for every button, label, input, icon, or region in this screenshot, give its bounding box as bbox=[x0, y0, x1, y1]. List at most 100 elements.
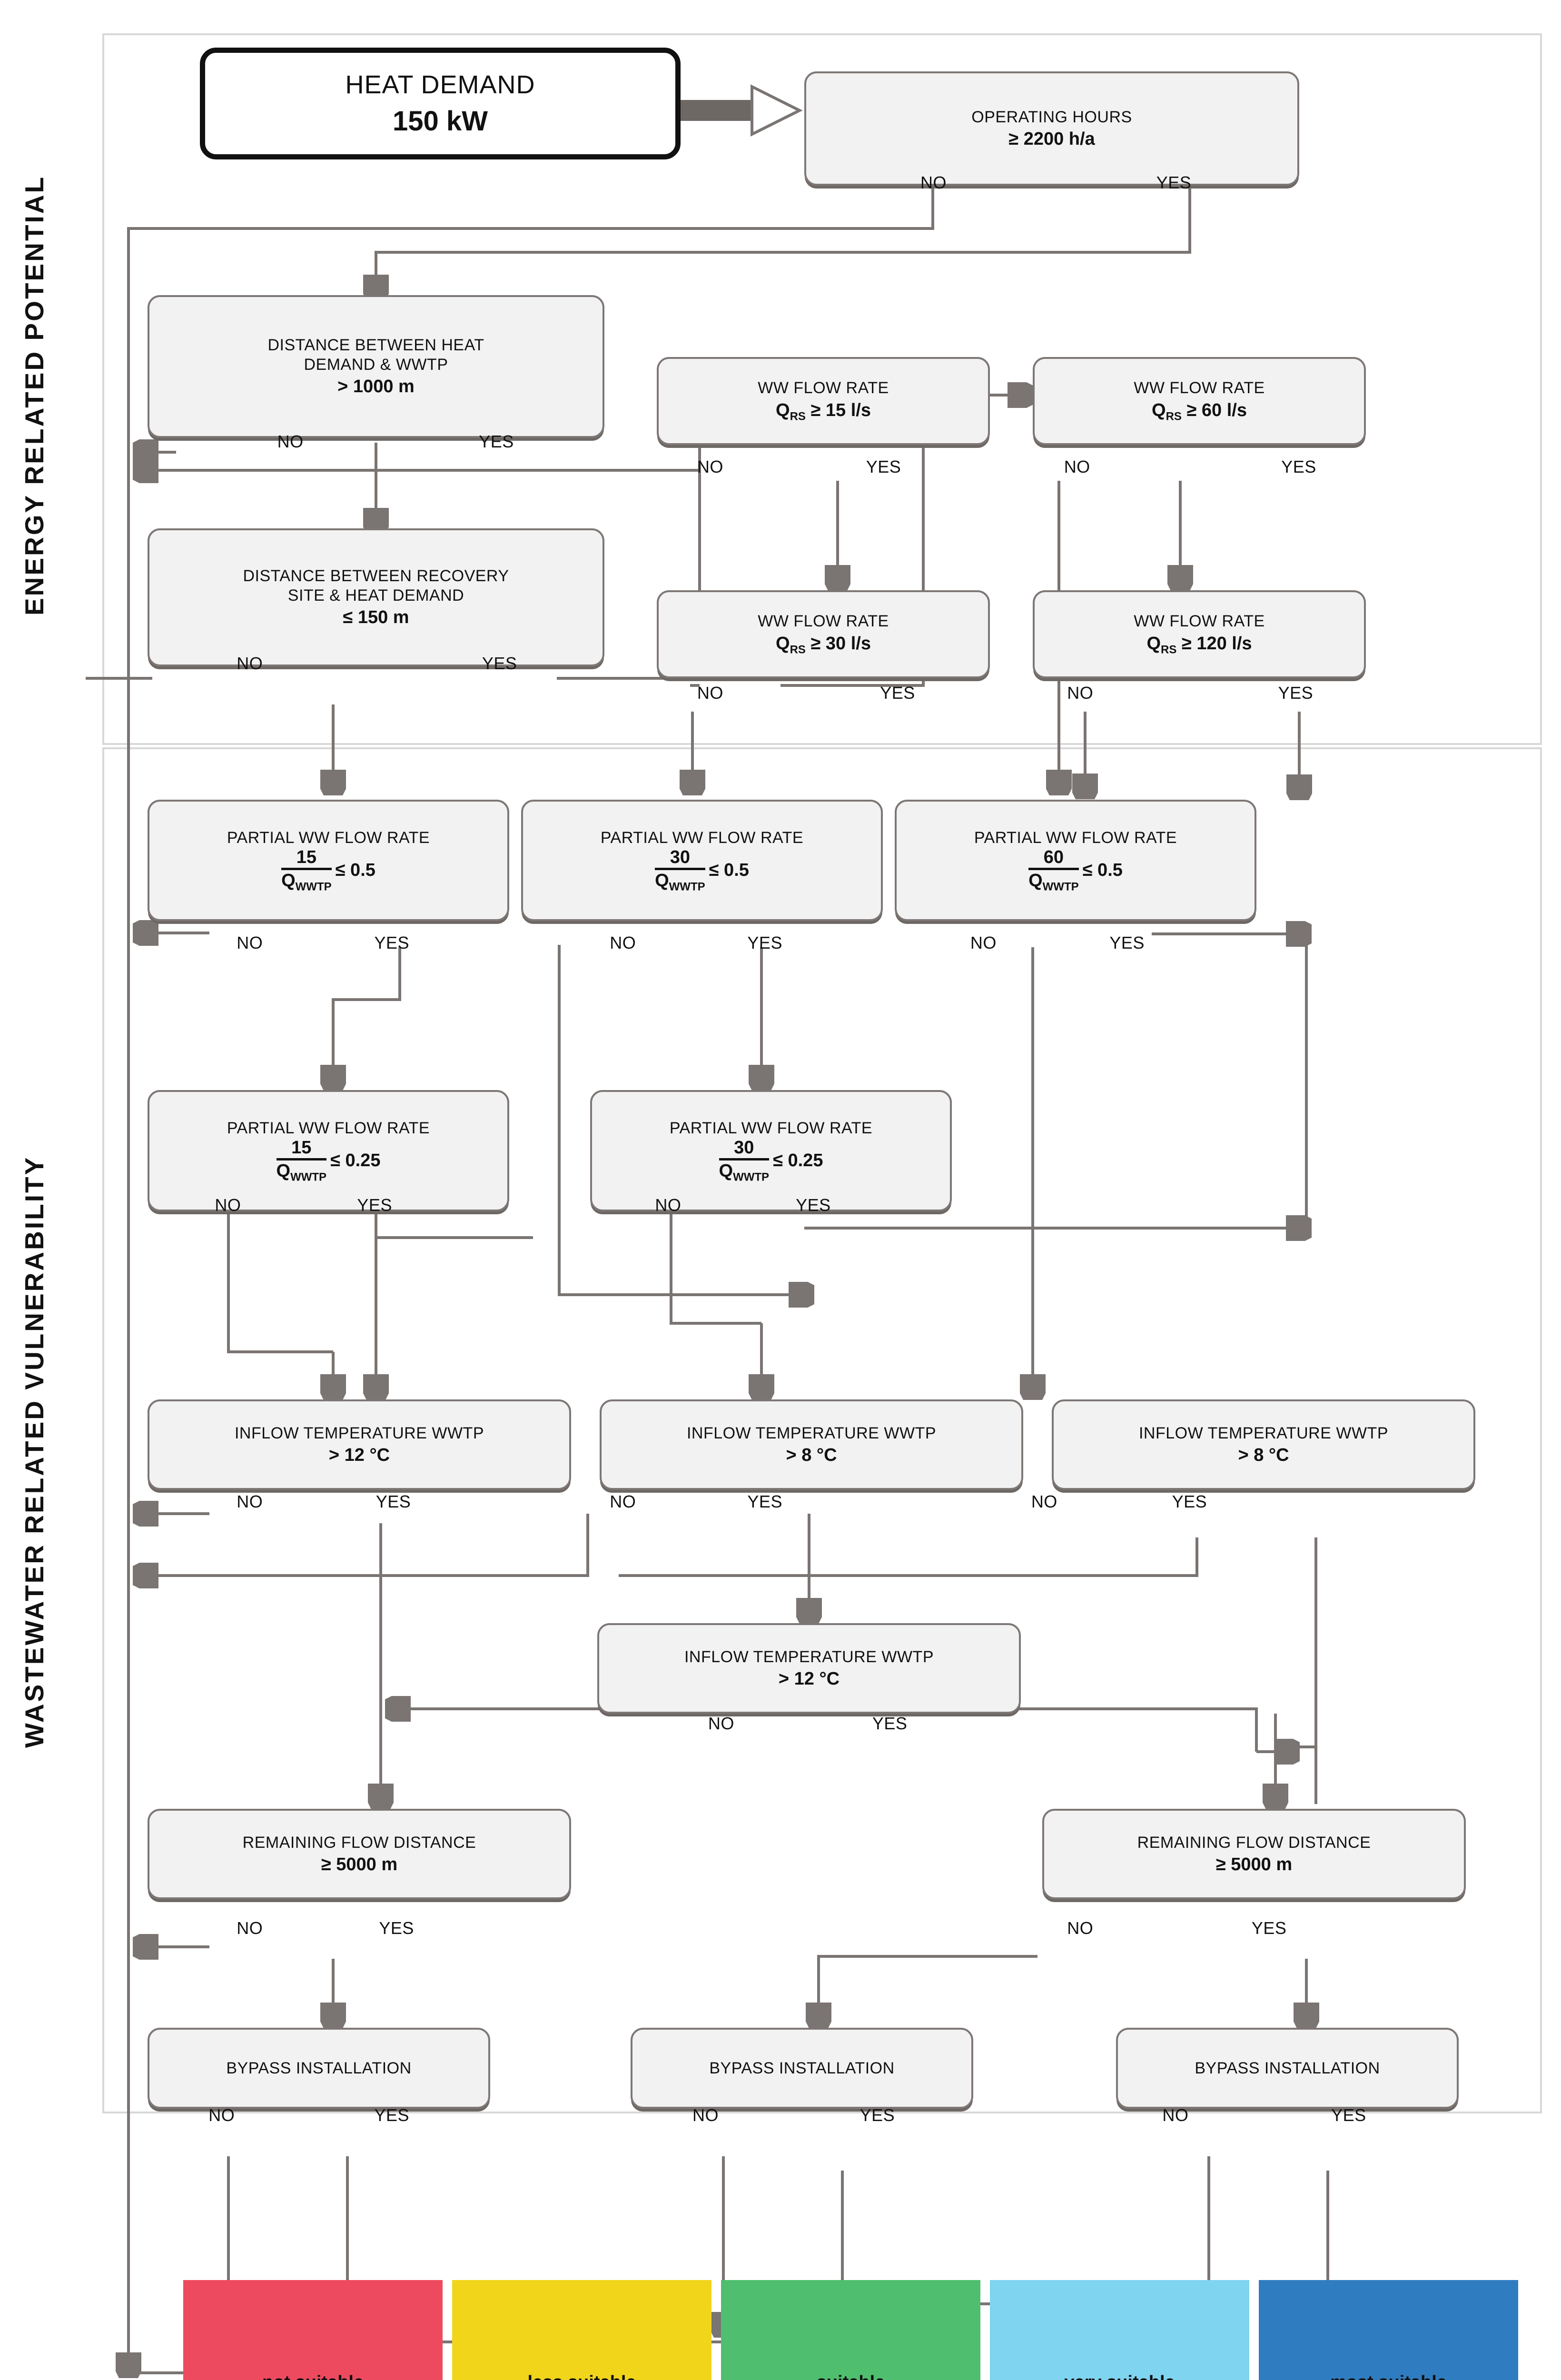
node-partial-ww-flow-15-05[interactable]: PARTIAL WW FLOW RATE 15 QWWTP ≤ 0.5 bbox=[148, 800, 509, 921]
ww-flow-60-title: WW FLOW RATE bbox=[1134, 379, 1265, 397]
result-most-suitable-label: most suitable bbox=[1330, 2372, 1447, 2380]
result-not-suitable-label: not suitable bbox=[262, 2372, 364, 2380]
edge-label-q15-no: NO bbox=[215, 1195, 241, 1215]
edge-label-f15-no: NO bbox=[697, 456, 723, 476]
node-bypass-installation-right[interactable]: BYPASS INSTALLATION bbox=[1116, 2028, 1459, 2109]
ww-flow-30-title: WW FLOW RATE bbox=[758, 612, 889, 631]
edge-label-p15-yes: YES bbox=[374, 933, 410, 953]
edge-label-drd-yes: YES bbox=[482, 654, 517, 673]
edge-label-bl-no: NO bbox=[208, 2105, 235, 2125]
edge-label-bm-no: NO bbox=[692, 2105, 719, 2125]
ww-flow-120-value: QRS ≥ 120 l/s bbox=[1146, 633, 1252, 656]
node-ww-flow-rate-30[interactable]: WW FLOW RATE QRS ≥ 30 l/s bbox=[657, 590, 990, 678]
partial-15-05-title: PARTIAL WW FLOW RATE bbox=[227, 828, 430, 847]
node-distance-recovery-demand[interactable]: DISTANCE BETWEEN RECOVERY SITE & HEAT DE… bbox=[148, 528, 604, 666]
edge-label-t8r-yes: YES bbox=[1172, 1492, 1207, 1512]
partial-60-05-numerator: 60 bbox=[1043, 847, 1064, 867]
remaining-flow-left-title: REMAINING FLOW DISTANCE bbox=[242, 1833, 476, 1852]
edge-label-rfl-yes: YES bbox=[379, 1918, 414, 1938]
inflow-12-center-value: > 12 °C bbox=[778, 1668, 840, 1689]
inflow-8-right-value: > 8 °C bbox=[1238, 1445, 1289, 1465]
node-partial-ww-flow-30-025[interactable]: PARTIAL WW FLOW RATE 30 QWWTP ≤ 0.25 bbox=[590, 1090, 952, 1211]
edge-label-oh-no: NO bbox=[920, 172, 947, 192]
inflow-8-mid-value: > 8 °C bbox=[786, 1445, 837, 1465]
remaining-flow-right-title: REMAINING FLOW DISTANCE bbox=[1137, 1833, 1371, 1852]
side-caption-wastewater: WASTEWATER RELATED VULNERABILITY bbox=[20, 1155, 49, 1748]
edge-label-t8r-no: NO bbox=[1031, 1492, 1057, 1512]
node-ww-flow-rate-60[interactable]: WW FLOW RATE QRS ≥ 60 l/s bbox=[1033, 357, 1366, 445]
node-inflow-temperature-12-center[interactable]: INFLOW TEMPERATURE WWTP > 12 °C bbox=[597, 1623, 1021, 1714]
node-bypass-installation-left[interactable]: BYPASS INSTALLATION bbox=[148, 2028, 490, 2109]
partial-15-025-denominator: QWWTP bbox=[276, 1160, 327, 1184]
partial-60-05-formula: 60 QWWTP ≤ 0.5 bbox=[1028, 848, 1123, 893]
fraction-bar-icon bbox=[719, 1158, 770, 1160]
partial-60-05-denominator: QWWTP bbox=[1028, 870, 1079, 893]
node-inflow-temperature-8-right[interactable]: INFLOW TEMPERATURE WWTP > 8 °C bbox=[1052, 1399, 1475, 1490]
result-less-suitable[interactable]: less suitable bbox=[452, 2280, 711, 2380]
result-not-suitable[interactable]: not suitable bbox=[183, 2280, 443, 2380]
partial-15-05-formula: 15 QWWTP ≤ 0.5 bbox=[281, 848, 375, 893]
operating-hours-title: OPERATING HOURS bbox=[971, 108, 1132, 126]
edge-label-f30-yes: YES bbox=[880, 683, 915, 703]
node-ww-flow-rate-15[interactable]: WW FLOW RATE QRS ≥ 15 l/s bbox=[657, 357, 990, 445]
result-suitable[interactable]: suitable bbox=[721, 2280, 980, 2380]
heat-demand-value: 150 kW bbox=[393, 106, 488, 137]
fraction-bar-icon bbox=[1028, 867, 1079, 870]
bypass-right-title: BYPASS INSTALLATION bbox=[1195, 2059, 1380, 2077]
inflow-12-left-title: INFLOW TEMPERATURE WWTP bbox=[234, 1424, 484, 1442]
partial-15-025-title: PARTIAL WW FLOW RATE bbox=[227, 1119, 430, 1137]
node-partial-ww-flow-30-05[interactable]: PARTIAL WW FLOW RATE 30 QWWTP ≤ 0.5 bbox=[521, 800, 883, 921]
edge-label-f30-no: NO bbox=[697, 683, 723, 703]
distance-recovery-demand-line1: DISTANCE BETWEEN RECOVERY bbox=[243, 567, 509, 585]
fraction-bar-icon bbox=[281, 867, 332, 870]
edge-label-t12c-no: NO bbox=[708, 1714, 734, 1734]
partial-15-05-rhs: ≤ 0.5 bbox=[335, 860, 375, 881]
edge-label-f60-no: NO bbox=[1064, 456, 1090, 476]
edge-label-f120-no: NO bbox=[1067, 683, 1094, 703]
partial-30-025-rhs: ≤ 0.25 bbox=[773, 1150, 823, 1171]
edge-label-p60-no: NO bbox=[970, 933, 997, 953]
node-inflow-temperature-12-left[interactable]: INFLOW TEMPERATURE WWTP > 12 °C bbox=[148, 1399, 571, 1490]
edge-label-t12l-no: NO bbox=[237, 1492, 263, 1512]
node-remaining-flow-distance-right[interactable]: REMAINING FLOW DISTANCE ≥ 5000 m bbox=[1042, 1809, 1466, 1899]
edge-label-p30-no: NO bbox=[610, 933, 636, 953]
node-distance-demand-wwtp[interactable]: DISTANCE BETWEEN HEAT DEMAND & WWTP > 10… bbox=[148, 295, 604, 438]
ww-flow-15-title: WW FLOW RATE bbox=[758, 379, 889, 397]
edge-label-p30-yes: YES bbox=[747, 933, 782, 953]
edge-label-bm-yes: YES bbox=[860, 2105, 895, 2125]
inflow-8-right-title: INFLOW TEMPERATURE WWTP bbox=[1138, 1424, 1388, 1442]
result-less-suitable-label: less suitable bbox=[527, 2372, 636, 2380]
edge-label-q30-no: NO bbox=[655, 1195, 682, 1215]
result-very-suitable[interactable]: very suitable bbox=[990, 2280, 1249, 2380]
node-partial-ww-flow-60-05[interactable]: PARTIAL WW FLOW RATE 60 QWWTP ≤ 0.5 bbox=[895, 800, 1256, 921]
node-bypass-installation-mid[interactable]: BYPASS INSTALLATION bbox=[631, 2028, 973, 2109]
node-heat-demand[interactable]: HEAT DEMAND 150 kW bbox=[200, 48, 681, 159]
node-inflow-temperature-8-mid[interactable]: INFLOW TEMPERATURE WWTP > 8 °C bbox=[600, 1399, 1023, 1490]
fraction-bar-icon bbox=[655, 867, 705, 870]
bypass-mid-title: BYPASS INSTALLATION bbox=[709, 2059, 895, 2077]
bypass-left-title: BYPASS INSTALLATION bbox=[226, 2059, 412, 2077]
edge-label-p60-yes: YES bbox=[1109, 933, 1145, 953]
node-remaining-flow-distance-left[interactable]: REMAINING FLOW DISTANCE ≥ 5000 m bbox=[148, 1809, 571, 1899]
edge-label-ddw-no: NO bbox=[277, 432, 304, 452]
node-partial-ww-flow-15-025[interactable]: PARTIAL WW FLOW RATE 15 QWWTP ≤ 0.25 bbox=[148, 1090, 509, 1211]
edge-label-t12c-yes: YES bbox=[872, 1714, 908, 1734]
ww-flow-120-title: WW FLOW RATE bbox=[1134, 612, 1265, 631]
heat-demand-title: HEAT DEMAND bbox=[345, 70, 535, 99]
distance-demand-wwtp-line1: DISTANCE BETWEEN HEAT bbox=[267, 336, 484, 355]
edge-label-p15-no: NO bbox=[237, 933, 263, 953]
edge-label-br-no: NO bbox=[1162, 2105, 1189, 2125]
result-suitable-label: suitable bbox=[817, 2372, 885, 2380]
edge-label-drd-no: NO bbox=[237, 654, 263, 673]
node-operating-hours[interactable]: OPERATING HOURS ≥ 2200 h/a bbox=[804, 71, 1299, 186]
side-caption-energy: ENERGY RELATED POTENTIAL bbox=[20, 175, 49, 615]
result-very-suitable-label: very suitable bbox=[1064, 2372, 1175, 2380]
result-most-suitable[interactable]: most suitable bbox=[1259, 2280, 1518, 2380]
remaining-flow-right-value: ≥ 5000 m bbox=[1215, 1854, 1293, 1874]
node-ww-flow-rate-120[interactable]: WW FLOW RATE QRS ≥ 120 l/s bbox=[1033, 590, 1366, 678]
partial-60-05-title: PARTIAL WW FLOW RATE bbox=[974, 828, 1177, 847]
partial-30-025-denominator: QWWTP bbox=[719, 1160, 770, 1184]
distance-recovery-demand-line2: SITE & HEAT DEMAND bbox=[287, 586, 464, 605]
edge-label-rfr-no: NO bbox=[1067, 1918, 1094, 1938]
